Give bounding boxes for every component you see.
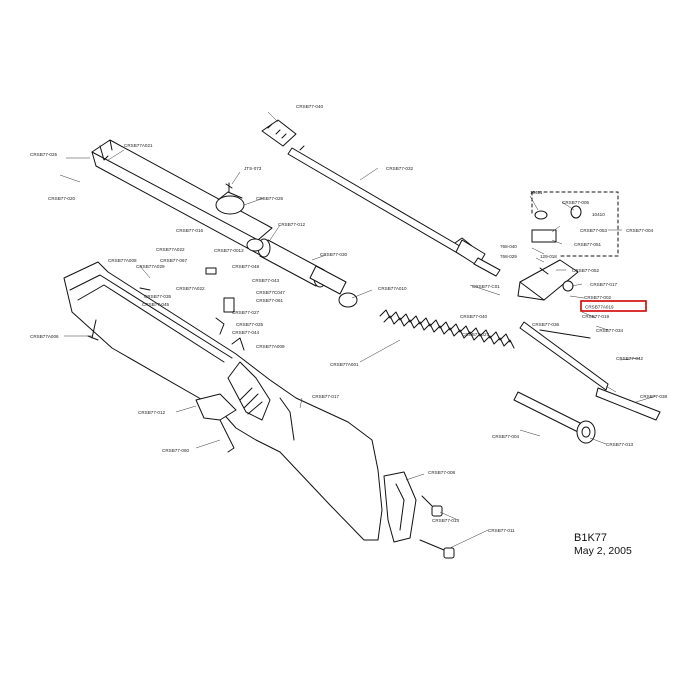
part-label: CRSB77A029 — [136, 264, 165, 269]
part-label: CRSB77-061 — [256, 298, 284, 303]
cocking-lever-drawing — [519, 321, 661, 421]
part-label: CRSB77-025 — [30, 152, 58, 157]
model-id: B1K77 — [574, 532, 607, 544]
part-label: CRSB77-053 — [580, 228, 608, 233]
part-label: 10411 — [530, 190, 543, 195]
drawing-date: May 2, 2005 — [574, 545, 632, 557]
part-label: 129-018 — [540, 254, 557, 259]
butt-screws-drawing — [419, 495, 455, 559]
part-label: CRSB77A010 — [378, 286, 407, 291]
part-label: CRSB77-052 — [572, 268, 600, 273]
part-label: CRSB77-025 — [236, 322, 264, 327]
part-label: CRSB77-027 — [462, 332, 490, 337]
part-labels: CRSB77-025 CRSB77-020 CRSB77A021 CRSB77-… — [30, 104, 668, 533]
part-label: CRSB77-017 — [590, 282, 618, 287]
part-label: CRSB77-016 — [176, 228, 204, 233]
highlight-box — [580, 300, 647, 312]
part-label: CRSB77-004 — [626, 228, 654, 233]
spring-guide-drawing — [513, 391, 596, 444]
part-label: CRSB77-027 — [232, 310, 260, 315]
part-label: CRSB77-008 — [428, 470, 456, 475]
part-label: CRSB77A009 — [256, 344, 285, 349]
part-label: CRSB77-002 — [584, 295, 612, 300]
part-label: CRSB77-017 — [312, 394, 340, 399]
part-label: CRSB77-040 — [296, 104, 324, 109]
part-label: CRSB77-012 — [278, 222, 306, 227]
part-label: CRSB77-012 — [138, 410, 166, 415]
barrel-drawing — [261, 119, 501, 277]
part-label: 768-029 — [500, 254, 517, 259]
part-label: CRSB77A022 — [176, 286, 205, 291]
part-label-highlighted: CRSB77A019 — [585, 305, 614, 310]
part-label: CRSB77-0012 — [214, 248, 244, 253]
forearm-cover-drawing — [91, 139, 273, 257]
part-label: CRSB77C047 — [256, 290, 285, 295]
part-label: CRSB77-011 — [488, 528, 515, 533]
piston-drawing — [257, 238, 358, 308]
part-label: CRSB77A006 — [30, 334, 59, 339]
part-label: CRSB77-014 — [432, 518, 460, 523]
part-label: CRSB77-019 — [582, 314, 610, 319]
leader-lines — [59, 111, 657, 549]
part-label: CRSB77A022 — [156, 247, 185, 252]
part-label: CRSB77-013 — [606, 442, 634, 447]
trigger-parts-drawing — [87, 238, 264, 351]
part-label: CRSB77A001 — [330, 362, 359, 367]
part-label: 10410 — [592, 212, 605, 217]
stock-drawing — [63, 261, 417, 543]
part-label: CRSB77-040 — [460, 314, 488, 319]
part-label: JTS-073 — [244, 166, 262, 171]
part-label: 768-040 — [500, 244, 517, 249]
part-label: CRSB77-051 — [574, 242, 602, 247]
mainspring-drawing — [379, 309, 515, 349]
part-label: CRSB77-060 — [162, 448, 190, 453]
part-label: CRSB77-067 — [160, 258, 188, 263]
part-label: CRSB77-004 — [492, 434, 520, 439]
part-label: CRSB77-026 — [256, 196, 284, 201]
part-label: CRSB77-032 — [386, 166, 414, 171]
part-label: CRSB77-035 — [144, 294, 172, 299]
part-label: CRSB77-048 — [232, 264, 260, 269]
part-label: CRSB77-038 — [640, 394, 668, 399]
part-label: CRSB77A008 — [108, 258, 137, 263]
part-label: CRSB77-043 — [252, 278, 280, 283]
part-label: CRSB77-045 — [142, 302, 170, 307]
part-label: CRSB77-005 — [562, 200, 590, 205]
part-label: CRSB77-044 — [232, 330, 260, 335]
part-label: CRSB77-030 — [320, 252, 348, 257]
part-label: CRSB77-036 — [532, 322, 560, 327]
part-label: CRSB77A021 — [124, 143, 153, 148]
part-label: CRSB77-042 — [616, 356, 644, 361]
part-label: CRSB77-C01 — [472, 284, 500, 289]
part-label: CRSB77-034 — [596, 328, 624, 333]
part-label: CRSB77-020 — [48, 196, 76, 201]
